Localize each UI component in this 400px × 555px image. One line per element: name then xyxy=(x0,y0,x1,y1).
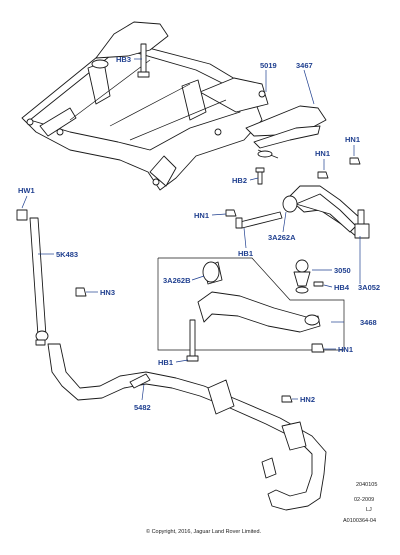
subframe xyxy=(21,21,269,191)
callout-hb1-upper: HB1 xyxy=(238,249,253,258)
bolt-hb3 xyxy=(137,43,150,78)
callout-3a262b: 3A262B xyxy=(163,276,191,285)
callout-hn3: HN3 xyxy=(100,288,115,297)
ball-joint-3050 xyxy=(293,259,311,294)
callout-hn1-left: HN1 xyxy=(194,211,209,220)
callout-hw1: HW1 xyxy=(18,186,35,195)
callout-3a262a: 3A262A xyxy=(268,233,296,242)
reference-block: 2040105 02-2009 LJ A0100364-04 xyxy=(343,482,377,524)
splash-shield-3467 xyxy=(245,105,327,159)
callout-3468: 3468 xyxy=(360,318,377,327)
callout-hn1-mid: HN1 xyxy=(315,149,330,158)
callout-5k483: 5K483 xyxy=(56,250,78,259)
callouts: HB3 5019 3467 HN1 HN1 HB2 HW1 HN1 3A262A… xyxy=(18,55,380,412)
callout-hb3: HB3 xyxy=(116,55,131,64)
leader-lines xyxy=(21,58,361,401)
ref-initials: LJ xyxy=(366,507,372,513)
stabilizer-link-5k483 xyxy=(16,209,49,346)
upper-control-arm-3a052 xyxy=(282,185,370,239)
nut-hn3 xyxy=(75,287,87,297)
nut-hn1-mid xyxy=(317,171,329,179)
nut-hn1-upper xyxy=(349,157,361,165)
callout-hb1-lower: HB1 xyxy=(158,358,173,367)
ref-illustration-id: A0100364-04 xyxy=(343,518,376,524)
copyright-notice: © Copyright, 2016, Jaguar Land Rover Lim… xyxy=(146,528,262,535)
callout-hn1-upper: HN1 xyxy=(345,135,360,144)
callout-hb2: HB2 xyxy=(232,176,247,185)
callout-5019: 5019 xyxy=(260,61,277,70)
bolt-hb1-upper xyxy=(235,211,283,229)
bolt-hb2 xyxy=(255,167,265,185)
callout-hb4: HB4 xyxy=(334,283,350,292)
stabilizer-bar-5482 xyxy=(47,343,327,511)
callout-3467: 3467 xyxy=(296,61,313,70)
nut-hn2 xyxy=(281,395,293,403)
ref-date: 02-2009 xyxy=(354,497,374,503)
nut-hn1-left xyxy=(225,209,237,217)
callout-hn1-lower: HN1 xyxy=(338,345,353,354)
callout-3a052: 3A052 xyxy=(358,283,380,292)
nut-hn1-lower xyxy=(311,343,325,353)
callout-5482: 5482 xyxy=(134,403,151,412)
callout-3050: 3050 xyxy=(334,266,351,275)
bolt-hb4 xyxy=(313,281,324,287)
callout-hn2: HN2 xyxy=(300,395,315,404)
bolt-hb1-lower xyxy=(186,319,199,362)
lower-control-arm-3468 xyxy=(197,261,321,333)
ref-code: 2040105 xyxy=(356,482,377,488)
